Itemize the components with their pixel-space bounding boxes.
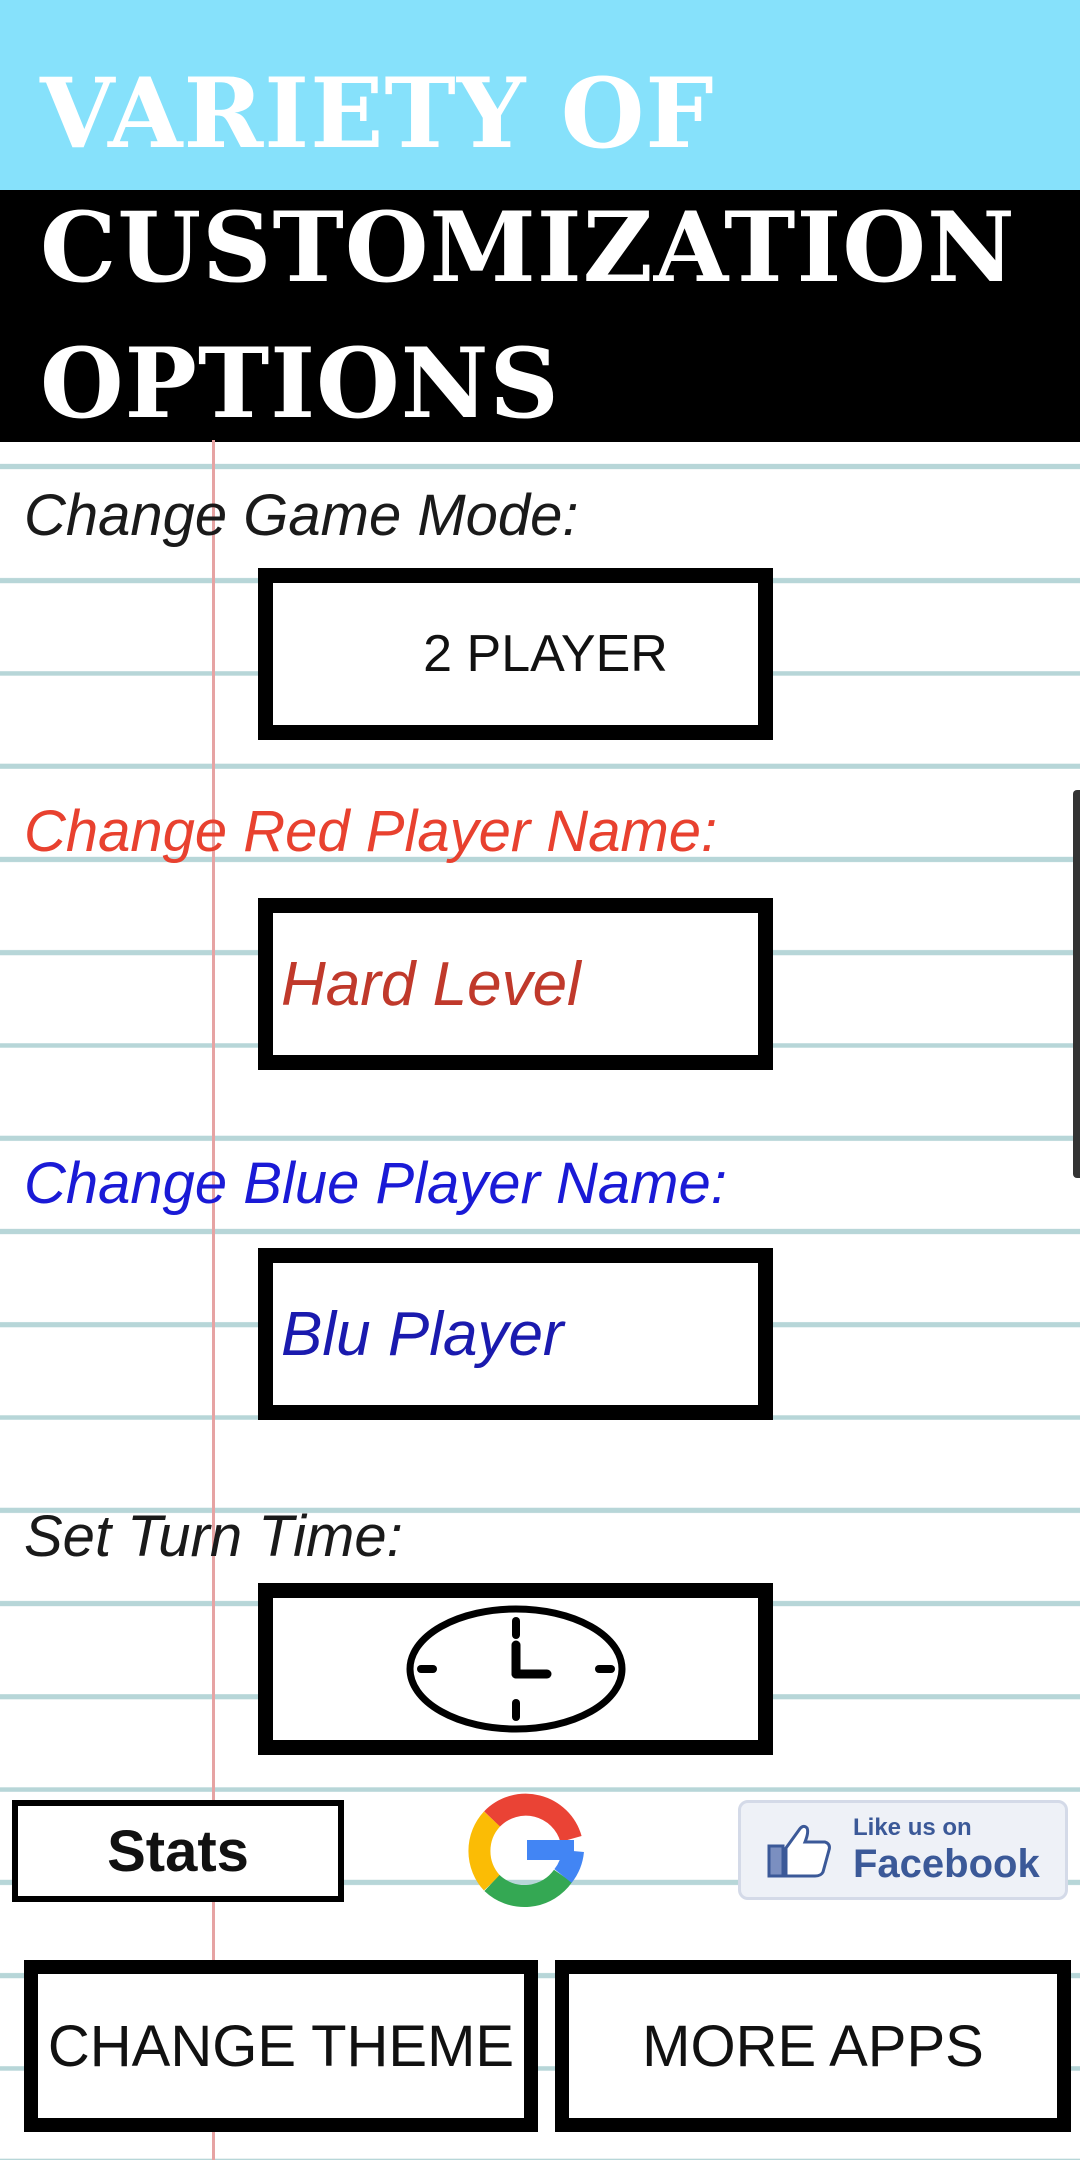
turn-time-label: Set Turn Time: — [24, 1504, 403, 1569]
red-player-label: Change Red Player Name: — [24, 799, 718, 864]
facebook-like-big-text: Facebook — [853, 1842, 1040, 1886]
more-apps-label: MORE APPS — [642, 2013, 984, 2079]
banner-line-1: VARIETY OF — [40, 57, 715, 170]
red-player-name-value: Hard Level — [281, 949, 581, 1019]
google-sign-in-button[interactable] — [467, 1792, 585, 1910]
banner-line-3: OPTIONS — [40, 327, 560, 440]
notebook-margin-line — [212, 440, 215, 2160]
blue-player-label: Change Blue Player Name: — [24, 1151, 727, 1216]
stats-button-label: Stats — [107, 1818, 249, 1884]
stats-button[interactable]: Stats — [12, 1800, 344, 1902]
google-icon — [468, 1793, 584, 1908]
clock-icon — [406, 1605, 625, 1733]
red-player-name-input[interactable]: Hard Level — [258, 898, 773, 1070]
facebook-like-button[interactable]: Like us on Facebook — [738, 1800, 1068, 1900]
change-theme-label: CHANGE THEME — [47, 2013, 515, 2079]
banner-bottom — [0, 190, 1080, 442]
turn-time-button[interactable] — [258, 1583, 773, 1755]
facebook-like-small-text: Like us on — [853, 1814, 972, 1841]
banner-line-2: CUSTOMIZATION — [40, 191, 1016, 304]
thumbs-up-icon — [767, 1824, 831, 1878]
scroll-edge-handle[interactable] — [1073, 790, 1080, 1178]
change-theme-button[interactable]: CHANGE THEME — [24, 1960, 538, 2132]
game-mode-label: Change Game Mode: — [24, 483, 579, 548]
game-mode-value: 2 PLAYER — [423, 625, 668, 683]
game-mode-button[interactable]: 2 PLAYER — [258, 568, 773, 740]
more-apps-button[interactable]: MORE APPS — [555, 1960, 1071, 2132]
blue-player-name-input[interactable]: Blu Player — [258, 1248, 773, 1420]
banner-top — [0, 0, 1080, 190]
blue-player-name-value: Blu Player — [281, 1299, 564, 1369]
